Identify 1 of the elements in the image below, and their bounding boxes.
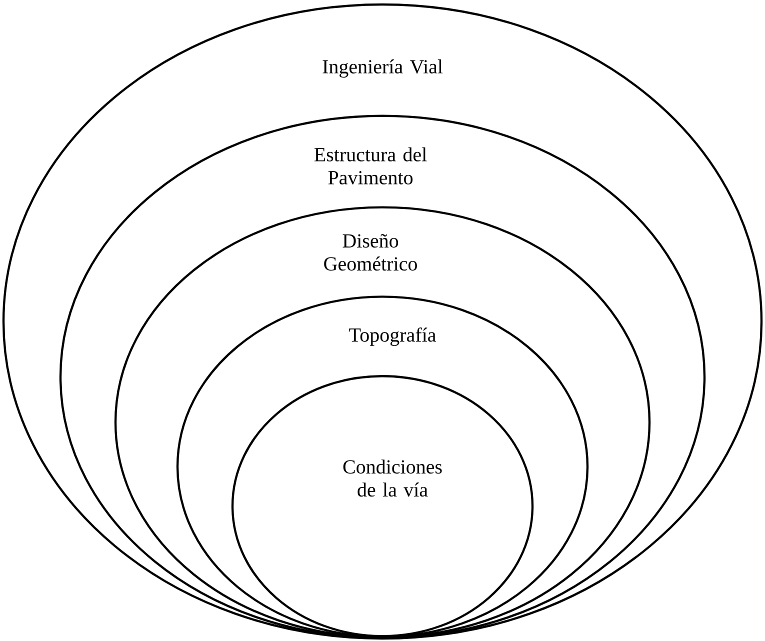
- ellipse-band: Condiciones de la vía: [231, 375, 534, 638]
